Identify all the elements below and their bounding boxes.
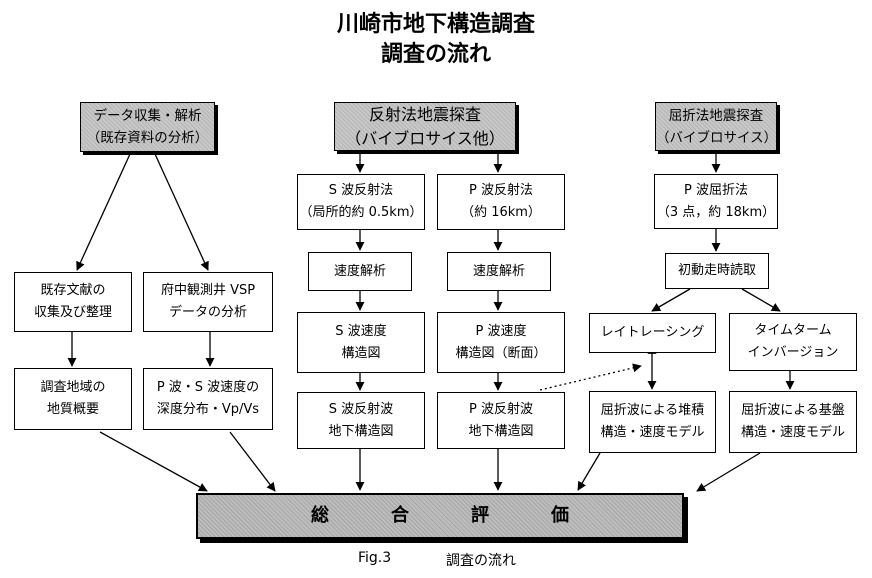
box-sediment-model-line2: 構造・速度モデル [600,425,705,440]
box-time-term-line1: タイムターム [754,323,832,338]
box-literature: 既存文献の 収集及び整理 [14,272,132,332]
box-p-reflection: P 波反射法 （約 16km） [437,174,565,230]
box-s-reflection: S 波反射法 （局所的約 0.5km） [297,174,425,230]
box-s-velocity-map-line2: 構造図 [341,345,381,361]
box-geology-line1: 調査地域の [40,380,106,395]
box-vsp-line2: データの分析 [168,305,247,320]
box-sediment-model: 屈折波による堆積 構造・速度モデル [589,391,716,453]
box-vsp: 府中観測井 VSP データの分析 [143,272,273,332]
box-velocity-profile-line2: 深度分布・Vp/Vs [156,402,260,417]
box-basement-model-line2: 構造・速度モデル [740,425,845,440]
box-s-structure-map-line1: S 波反射波 [328,401,394,417]
box-vsp-line1: 府中観測井 VSP [160,283,256,298]
final-char-3: 評 [471,505,551,526]
box-p-refraction-line1: P 波屈折法 [684,182,748,198]
box-p-velocity-analysis-label: 速度解析 [472,263,525,279]
box-p-structure-map-line1: P 波反射波 [469,401,533,417]
box-time-term-line2: インバージョン [747,345,839,360]
box-s-velocity-map-line1: S 波速度 [335,323,387,339]
header-reflection: 反射法地震探査 （バイブロサイス他） [334,102,516,151]
header-reflection-line1: 反射法地震探査 [368,104,481,124]
box-s-reflection-line1: S 波反射法 [328,183,394,198]
box-sediment-model-line1: 屈折波による堆積 [600,403,705,418]
diagram-title-line2: 調査の流れ [380,42,491,67]
box-basement-model-line1: 屈折波による基盤 [741,403,845,418]
box-ray-tracing: レイトレーシング [589,313,716,353]
final-char-4: 価 [551,505,631,526]
header-data-analysis-line1: データ収集・解析 [93,108,202,124]
box-p-velocity-analysis: 速度解析 [447,252,551,291]
header-refraction-line1: 屈折法地震探査 [668,107,764,124]
box-s-velocity-map: S 波速度 構造図 [297,312,425,373]
final-char-1: 総 [311,505,391,526]
box-s-structure-map-line2: 地下構造図 [328,423,394,439]
box-p-velocity-map: P 波速度 構造図（断面） [437,312,565,373]
box-p-refraction: P 波屈折法 （3 点，約 18km） [654,174,778,229]
box-p-velocity-map-line2: 構造図（断面） [455,345,547,361]
box-s-structure-map: S 波反射波 地下構造図 [297,392,425,449]
box-p-velocity-map-line1: P 波速度 [475,323,527,339]
header-data-analysis: データ収集・解析 （既存資料の分析） [80,102,215,152]
box-first-break-label: 初動走時読取 [677,263,756,278]
box-literature-line2: 収集及び整理 [33,305,112,320]
final-char-2: 合 [391,505,471,526]
box-p-reflection-line2: （約 16km） [461,205,541,220]
box-geology: 調査地域の 地質概要 [14,368,132,430]
figure-number: Fig.3 [358,550,392,566]
box-p-refraction-line2: （3 点，約 18km） [656,204,776,220]
header-refraction-line2: （バイブロサイス） [656,129,778,146]
box-s-velocity-analysis: 速度解析 [308,252,412,291]
box-ray-tracing-label: レイトレーシング [600,325,705,340]
box-p-reflection-line1: P 波反射法 [469,183,533,198]
box-time-term: タイムターム インバージョン [729,313,857,371]
header-data-analysis-line2: （既存資料の分析） [86,130,209,146]
box-literature-line1: 既存文献の [40,283,106,298]
box-first-break: 初動走時読取 [665,253,769,289]
header-refraction: 屈折法地震探査 （バイブロサイス） [655,102,777,151]
box-p-structure-map-line2: 地下構造図 [468,423,534,439]
box-geology-line2: 地質概要 [46,402,99,417]
box-velocity-profile: P 波・S 波速度の 深度分布・Vp/Vs [143,368,273,430]
box-p-structure-map: P 波反射波 地下構造図 [437,392,565,449]
figure-caption: 調査の流れ [446,553,516,569]
box-basement-model: 屈折波による基盤 構造・速度モデル [729,391,857,453]
diagram-title-line1: 川崎市地下構造調査 [336,12,535,37]
box-comprehensive-evaluation: 総 合 評 価 [196,493,684,539]
box-s-reflection-line2: （局所的約 0.5km） [299,205,423,220]
box-velocity-profile-line1: P 波・S 波速度の [156,380,260,395]
box-s-velocity-analysis-label: 速度解析 [333,263,386,279]
header-reflection-line2: （バイブロサイス他） [345,128,505,148]
